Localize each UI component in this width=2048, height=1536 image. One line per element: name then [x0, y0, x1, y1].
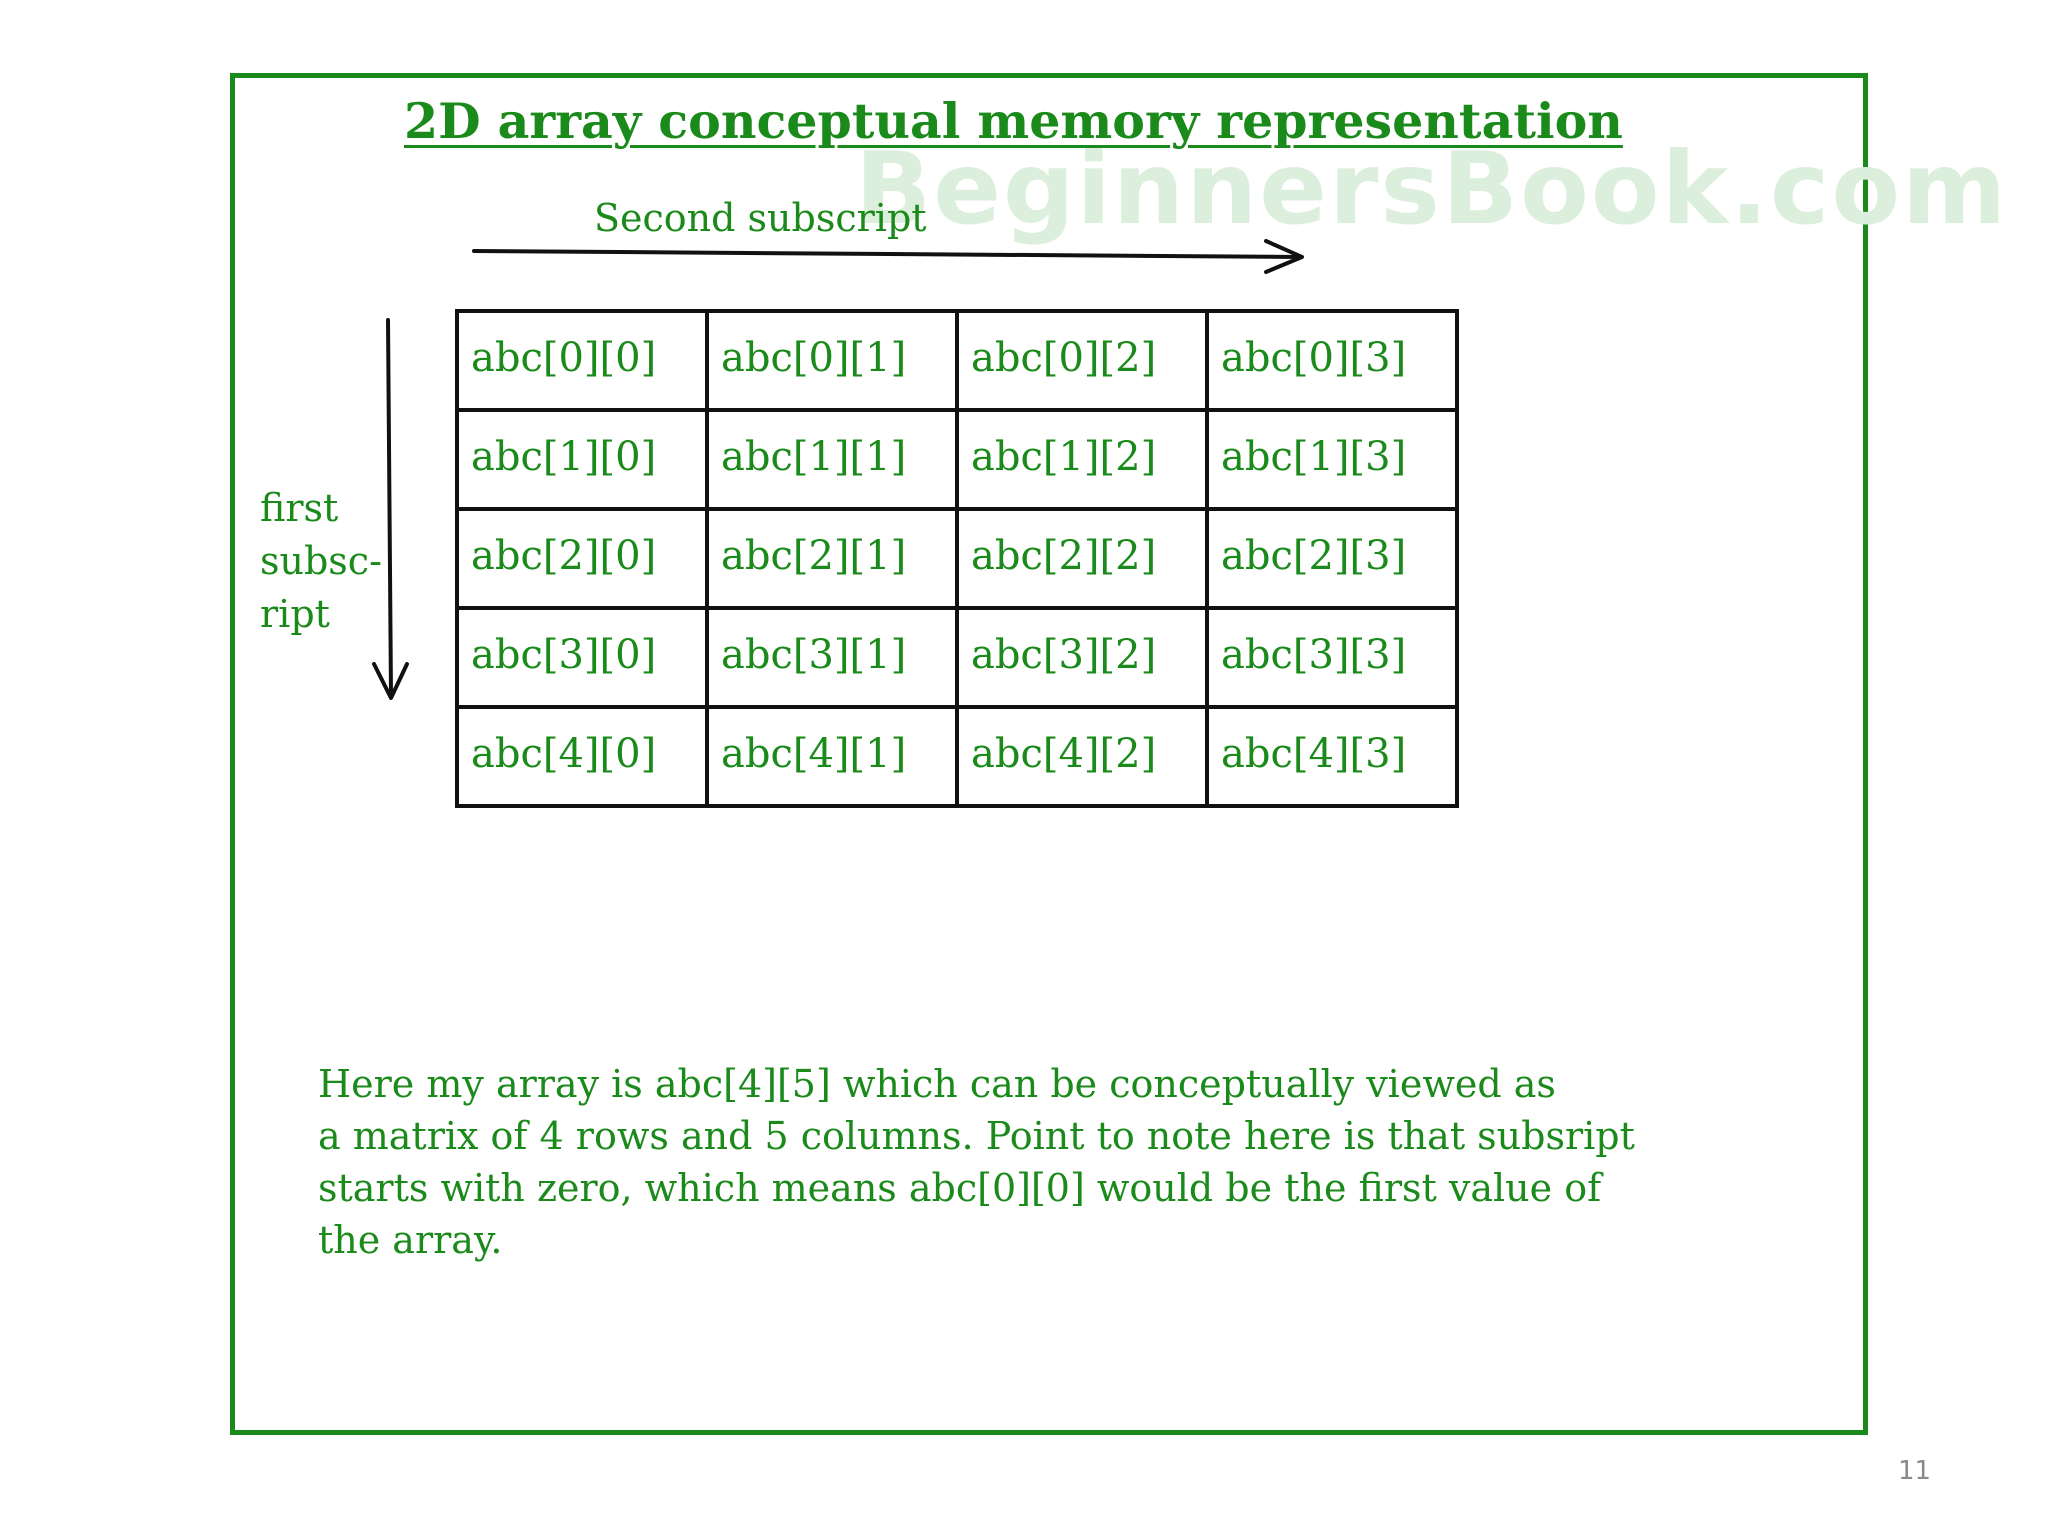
- note-line: starts with zero, which means abc[0][0] …: [318, 1166, 1602, 1210]
- grid-row-3: abc[3][0] abc[3][1] abc[3][2] abc[3][3]: [455, 606, 1459, 709]
- grid-row-2: abc[2][0] abc[2][1] abc[2][2] abc[2][3]: [455, 507, 1459, 610]
- page-number: 11: [1898, 1456, 1932, 1486]
- first-subscript-label-line: subsc-: [260, 539, 382, 583]
- grid-cell: abc[1][2]: [955, 408, 1209, 511]
- grid-row-4: abc[4][0] abc[4][1] abc[4][2] abc[4][3]: [455, 705, 1459, 808]
- grid-cell: abc[4][3]: [1205, 705, 1459, 808]
- note-line: Here my array is abc[4][5] which can be …: [318, 1062, 1556, 1106]
- grid-cell: abc[4][2]: [955, 705, 1209, 808]
- grid-cell: abc[1][3]: [1205, 408, 1459, 511]
- array-grid: abc[0][0] abc[0][1] abc[0][2] abc[0][3] …: [455, 309, 1459, 808]
- grid-cell: abc[3][0]: [455, 606, 709, 709]
- grid-cell: abc[1][0]: [455, 408, 709, 511]
- grid-cell: abc[3][2]: [955, 606, 1209, 709]
- grid-cell: abc[2][3]: [1205, 507, 1459, 610]
- grid-cell: abc[2][0]: [455, 507, 709, 610]
- grid-cell: abc[0][1]: [705, 309, 959, 412]
- first-subscript-label-line: ript: [260, 592, 330, 636]
- first-subscript-label: first subsc- ript: [260, 482, 382, 641]
- watermark: BeginnersBook.com: [855, 130, 2009, 247]
- grid-cell: abc[0][3]: [1205, 309, 1459, 412]
- explanation-note: Here my array is abc[4][5] which can be …: [318, 1058, 1858, 1266]
- grid-cell: abc[3][3]: [1205, 606, 1459, 709]
- slide-title: 2D array conceptual memory representatio…: [404, 92, 1623, 150]
- note-line: the array.: [318, 1218, 503, 1262]
- grid-cell: abc[0][0]: [455, 309, 709, 412]
- note-line: a matrix of 4 rows and 5 columns. Point …: [318, 1114, 1635, 1158]
- grid-cell: abc[4][0]: [455, 705, 709, 808]
- grid-cell: abc[4][1]: [705, 705, 959, 808]
- first-subscript-arrow: [372, 318, 409, 700]
- grid-cell: abc[2][2]: [955, 507, 1209, 610]
- grid-cell: abc[3][1]: [705, 606, 959, 709]
- grid-cell: abc[1][1]: [705, 408, 959, 511]
- grid-row-0: abc[0][0] abc[0][1] abc[0][2] abc[0][3]: [455, 309, 1459, 412]
- grid-cell: abc[0][2]: [955, 309, 1209, 412]
- grid-cell: abc[2][1]: [705, 507, 959, 610]
- second-subscript-arrow: [472, 239, 1304, 274]
- second-subscript-label: Second subscript: [594, 196, 927, 240]
- grid-row-1: abc[1][0] abc[1][1] abc[1][2] abc[1][3]: [455, 408, 1459, 511]
- first-subscript-label-line: first: [260, 486, 339, 530]
